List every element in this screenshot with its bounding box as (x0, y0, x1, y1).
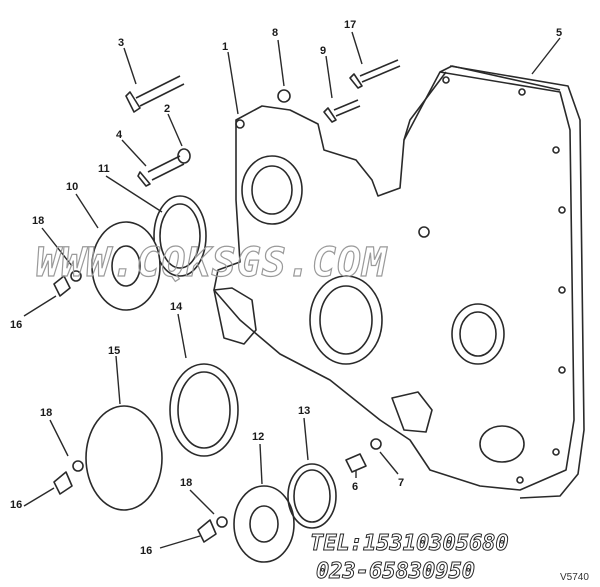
bolt-17 (349, 59, 401, 89)
cover-12 (233, 485, 295, 563)
callout-16-middle: 16 (10, 499, 22, 511)
callout-10: 10 (66, 181, 78, 193)
callout-7: 7 (398, 477, 404, 489)
gear-housing (213, 65, 575, 491)
callout-15: 15 (108, 345, 120, 357)
callout-16-upper: 16 (10, 319, 22, 331)
callout-12: 12 (252, 431, 264, 443)
capscrew-3 (125, 75, 185, 113)
gasket-13 (287, 463, 337, 529)
oring-7 (370, 438, 382, 450)
housing-gasket (449, 65, 585, 499)
bolt-9 (323, 99, 361, 123)
screw-16c (197, 519, 217, 543)
callout-18-upper: 18 (32, 215, 44, 227)
callout-18-middle: 18 (40, 407, 52, 419)
leader-lines (23, 31, 561, 549)
capscrew-4 (137, 155, 185, 187)
watermark-text: WWW.CQKSGS.COM (36, 240, 388, 286)
callout-8: 8 (272, 27, 278, 39)
callout-6: 6 (352, 481, 358, 493)
callout-1: 1 (222, 41, 228, 53)
callout-11: 11 (98, 163, 110, 175)
corner-code: V5740 (560, 572, 589, 583)
callout-9: 9 (320, 45, 326, 57)
contact-tel: TEL:15310305680 (310, 531, 509, 556)
screw-16b (53, 471, 73, 495)
cover-plate-10 (91, 221, 161, 311)
washer-18a (70, 270, 82, 282)
screw-16a (53, 275, 71, 297)
cover-15 (85, 405, 163, 511)
callout-18-lower: 18 (180, 477, 192, 489)
callout-4: 4 (116, 129, 123, 141)
callout-14: 14 (170, 301, 183, 313)
washer-18c (216, 516, 228, 528)
callout-labels: 3 1 2 4 8 9 17 5 11 10 18 16 14 15 18 16… (10, 19, 562, 557)
callout-16-lower: 16 (140, 545, 152, 557)
plug-6 (345, 453, 367, 473)
nut-8 (277, 89, 291, 103)
washer-18b (72, 460, 84, 472)
callout-17: 17 (344, 19, 356, 31)
washer-2 (177, 148, 191, 164)
gasket-11 (153, 195, 207, 277)
callout-2: 2 (164, 103, 170, 115)
callout-13: 13 (298, 405, 310, 417)
callout-5: 5 (556, 27, 562, 39)
contact-phone: 023-65830950 (316, 559, 475, 584)
callout-3: 3 (118, 37, 124, 49)
gasket-14 (169, 363, 239, 457)
